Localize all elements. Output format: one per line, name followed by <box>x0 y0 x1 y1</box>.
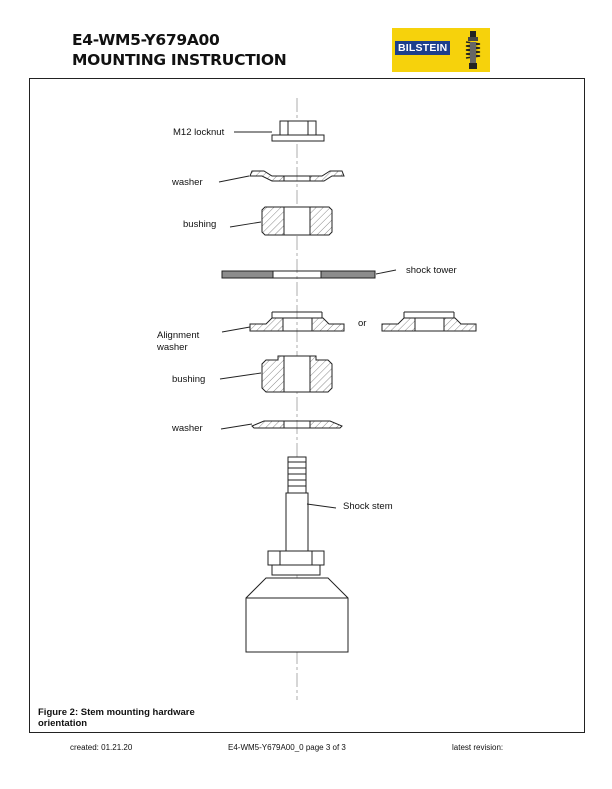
bushing-bottom-part <box>261 355 333 393</box>
alternate-alignment-washer-part <box>381 311 477 332</box>
washer-bottom-part <box>251 420 343 429</box>
label-washer-bottom: washer <box>172 423 203 434</box>
label-or: or <box>358 318 367 329</box>
footer-revision: latest revision: <box>452 743 504 752</box>
leader-lines <box>218 131 397 509</box>
alignment-washer-part <box>249 311 345 332</box>
footer-page: E4-WM5-Y679A00_0 page 3 of 3 <box>228 743 346 752</box>
label-bushing-bottom: bushing <box>172 374 206 385</box>
shock-tower-part <box>221 270 376 279</box>
label-locknut: M12 locknut <box>173 127 225 138</box>
bilstein-logo-word: BILSTEIN <box>395 41 451 55</box>
figure-frame <box>29 78 585 733</box>
label-bushing-top: bushing <box>183 219 217 230</box>
document-title: E4-WM5-Y679A00 MOUNTING INSTRUCTION <box>72 30 287 70</box>
washer-top-part <box>249 170 345 182</box>
label-alignment-washer: Alignment washer <box>157 330 200 353</box>
part-number: E4-WM5-Y679A00 <box>72 31 220 49</box>
shock-absorber-icon <box>465 31 481 69</box>
locknut-part <box>271 120 325 142</box>
document-type: MOUNTING INSTRUCTION <box>72 51 287 69</box>
bushing-top-part <box>261 206 333 236</box>
footer-created: created: 01.21.20 <box>70 743 133 752</box>
label-shock-stem: Shock stem <box>343 501 393 512</box>
shock-stem-part <box>245 456 349 653</box>
label-washer-top: washer <box>172 177 203 188</box>
label-shock-tower: shock tower <box>406 265 457 276</box>
bilstein-logo: BILSTEIN <box>392 28 490 72</box>
figure-caption: Figure 2: Stem mounting hardware orienta… <box>38 707 195 729</box>
